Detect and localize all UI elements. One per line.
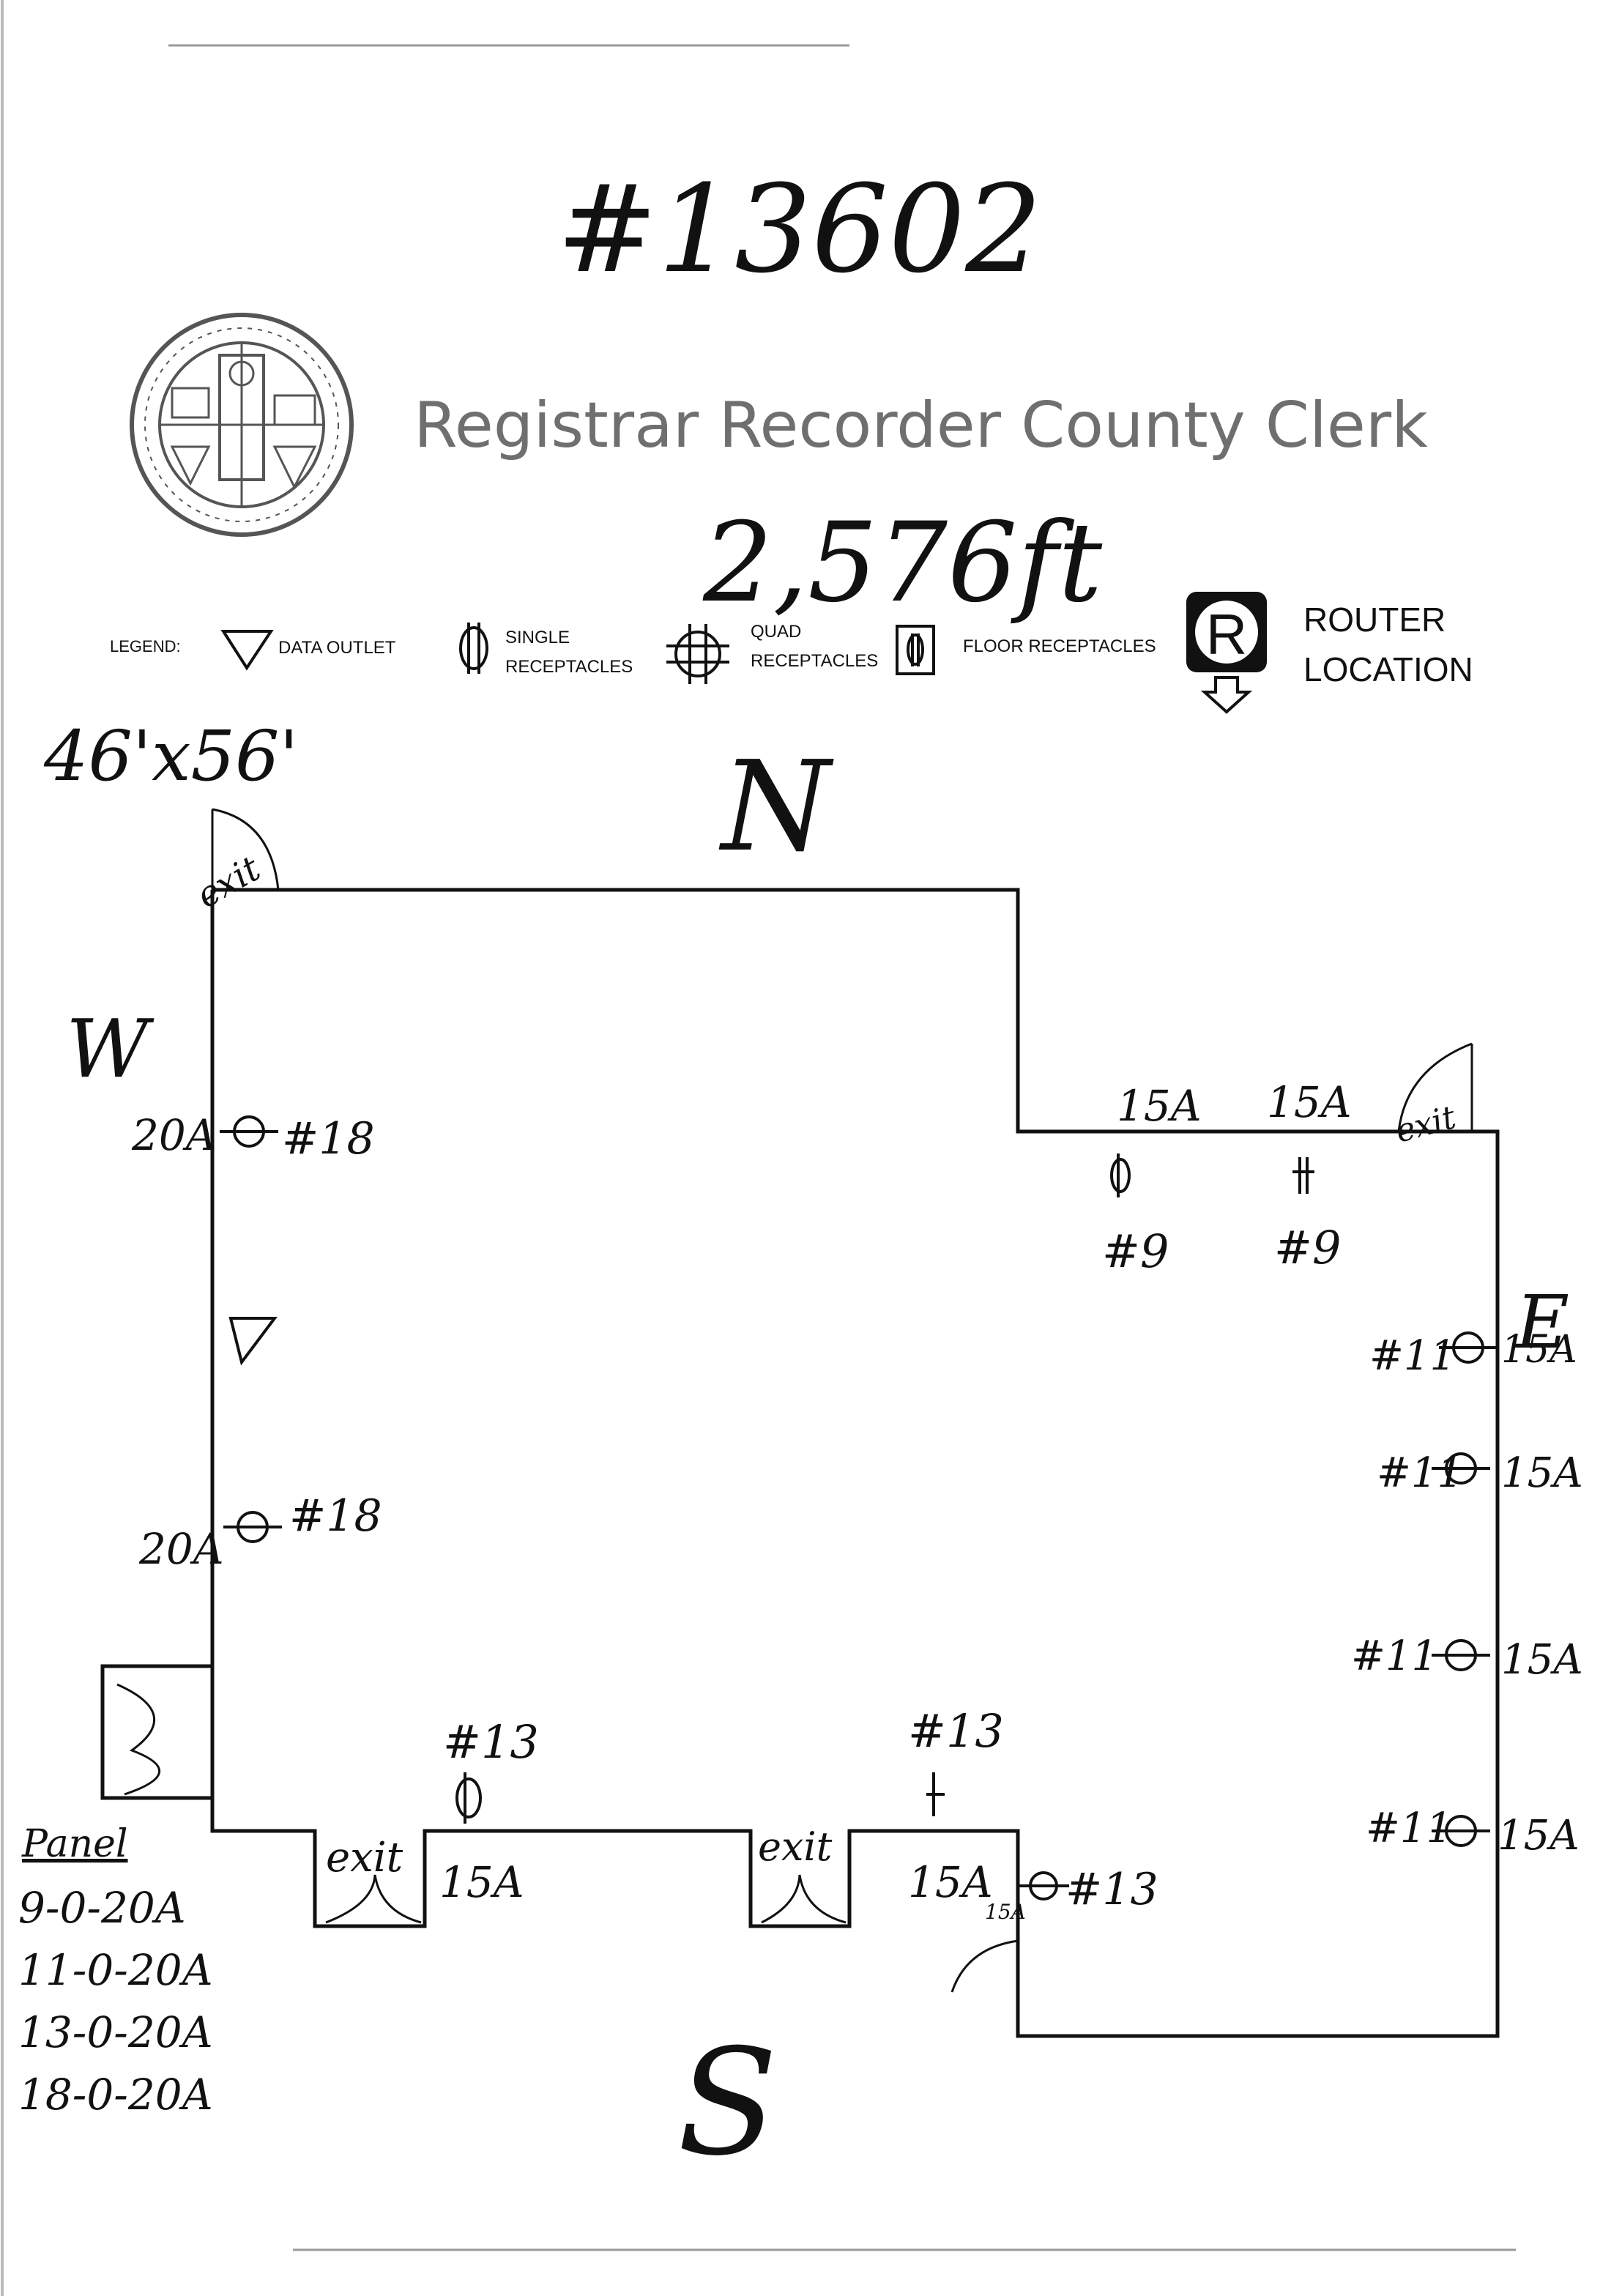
south-r3-amp: 15A bbox=[985, 1900, 1026, 1924]
compass-east: E bbox=[1514, 1279, 1569, 1365]
south-r2-amp: 15A bbox=[908, 1857, 993, 1907]
panel-line-4: 18-0-20A bbox=[18, 2070, 213, 2119]
exit-label-ne: exit bbox=[1391, 1099, 1459, 1151]
compass-north: N bbox=[718, 735, 834, 880]
east-r2-circuit: #11 bbox=[1377, 1449, 1463, 1497]
south-receptacle-1: #13 15A bbox=[439, 1715, 539, 1907]
dimensions-note: 46'x56' bbox=[43, 716, 299, 797]
quad-receptacle-icon bbox=[1432, 1639, 1490, 1671]
data-outlet-icon bbox=[228, 1317, 278, 1366]
east-r1-circuit: #11 bbox=[1369, 1332, 1456, 1380]
compass-west: W bbox=[66, 1002, 155, 1096]
legend-router-1: ROUTER bbox=[1303, 601, 1446, 639]
single-receptacle-icon bbox=[1292, 1157, 1314, 1194]
north-receptacle-2: 15A #9 bbox=[1267, 1077, 1352, 1274]
quad-receptacle-icon bbox=[223, 1511, 282, 1543]
north-r2-circuit: #9 bbox=[1274, 1221, 1341, 1274]
north-r2-amp: 15A bbox=[1267, 1077, 1352, 1127]
exit-label-nw: exit bbox=[190, 847, 268, 916]
east-r2-amp: 15A bbox=[1501, 1449, 1583, 1497]
single-receptacle-icon bbox=[926, 1772, 945, 1816]
legend-router-2: LOCATION bbox=[1303, 650, 1473, 688]
door-swings bbox=[116, 808, 1473, 1993]
north-r1-amp: 15A bbox=[1117, 1081, 1202, 1131]
west-r2-amp: 20A bbox=[138, 1524, 224, 1574]
county-seal bbox=[130, 313, 354, 537]
org-title: Registrar Recorder County Clerk bbox=[414, 389, 1428, 462]
router-symbol: R bbox=[1206, 602, 1247, 666]
south-r2-circuit: #13 bbox=[908, 1704, 1004, 1758]
router-icon: R bbox=[1186, 592, 1267, 714]
exit-label-s2: exit bbox=[758, 1824, 833, 1870]
east-receptacle-2: #11 15A bbox=[1377, 1449, 1583, 1497]
west-r2-circuit: #18 bbox=[289, 1490, 382, 1542]
legend-label: LEGEND: bbox=[110, 637, 181, 655]
panel-line-1: 9-0-20A bbox=[18, 1883, 186, 1933]
quad-receptacle-icon bbox=[666, 624, 729, 684]
compass-south: S bbox=[677, 2018, 778, 2188]
west-receptacle-2: 20A #18 bbox=[138, 1490, 382, 1574]
north-r1-circuit: #9 bbox=[1102, 1225, 1169, 1278]
north-receptacle-1: 15A #9 bbox=[1102, 1081, 1202, 1278]
single-receptacle-icon bbox=[459, 623, 488, 674]
quad-receptacle-icon bbox=[220, 1115, 278, 1148]
east-r4-circuit: #11 bbox=[1366, 1805, 1452, 1852]
east-receptacle-3: #11 15A bbox=[1351, 1632, 1583, 1684]
west-r1-amp: 20A bbox=[131, 1110, 217, 1160]
panel-schedule: Panel 9-0-20A 11-0-20A 13-0-20A 18-0-20A bbox=[18, 1822, 213, 2119]
south-r1-circuit: #13 bbox=[443, 1715, 539, 1769]
south-receptacle-2: #13 15A bbox=[908, 1704, 1004, 1907]
east-r3-circuit: #11 bbox=[1351, 1632, 1437, 1680]
single-receptacle-icon bbox=[1110, 1153, 1131, 1197]
west-r1-circuit: #18 bbox=[282, 1113, 375, 1164]
panel-line-2: 11-0-20A bbox=[18, 1945, 213, 1995]
data-outlet-icon bbox=[220, 630, 274, 671]
legend-single-2: RECEPTACLES bbox=[505, 657, 633, 677]
quad-receptacle-icon bbox=[1439, 1331, 1498, 1364]
quad-receptacle-icon bbox=[1432, 1452, 1490, 1485]
legend: LEGEND: DATA OUTLET SINGLE RECEPTACLES Q… bbox=[110, 592, 1473, 714]
floor-receptacle-icon bbox=[896, 625, 935, 675]
form-number: #13602 bbox=[557, 159, 1042, 300]
east-r1-amp: 15A bbox=[1501, 1328, 1577, 1372]
east-receptacle-4: #11 15A bbox=[1366, 1805, 1580, 1860]
legend-quad-1: QUAD bbox=[751, 622, 801, 642]
south-r3-circuit: #13 bbox=[1065, 1864, 1158, 1915]
south-receptacle-3: 15A #13 bbox=[985, 1864, 1158, 1924]
legend-data-outlet: DATA OUTLET bbox=[278, 638, 396, 658]
south-r1-amp: 15A bbox=[439, 1857, 524, 1907]
west-receptacle-1: 20A #18 bbox=[131, 1110, 375, 1164]
legend-single-1: SINGLE bbox=[505, 628, 570, 647]
area-note: 2,576ft bbox=[702, 499, 1103, 627]
quad-receptacle-icon bbox=[1018, 1871, 1069, 1901]
legend-floor: FLOOR RECEPTACLES bbox=[963, 636, 1156, 656]
east-r3-amp: 15A bbox=[1501, 1636, 1583, 1684]
panel-line-3: 13-0-20A bbox=[18, 2007, 213, 2057]
east-r4-amp: 15A bbox=[1498, 1812, 1580, 1860]
building-outline bbox=[100, 888, 1500, 2038]
legend-quad-2: RECEPTACLES bbox=[751, 651, 878, 671]
panel-title: Panel bbox=[21, 1822, 128, 1866]
east-receptacle-1: #11 15A bbox=[1369, 1328, 1577, 1380]
single-receptacle-icon bbox=[455, 1772, 482, 1824]
exit-label-s1: exit bbox=[326, 1834, 403, 1881]
quad-receptacle-icon bbox=[1432, 1815, 1490, 1847]
